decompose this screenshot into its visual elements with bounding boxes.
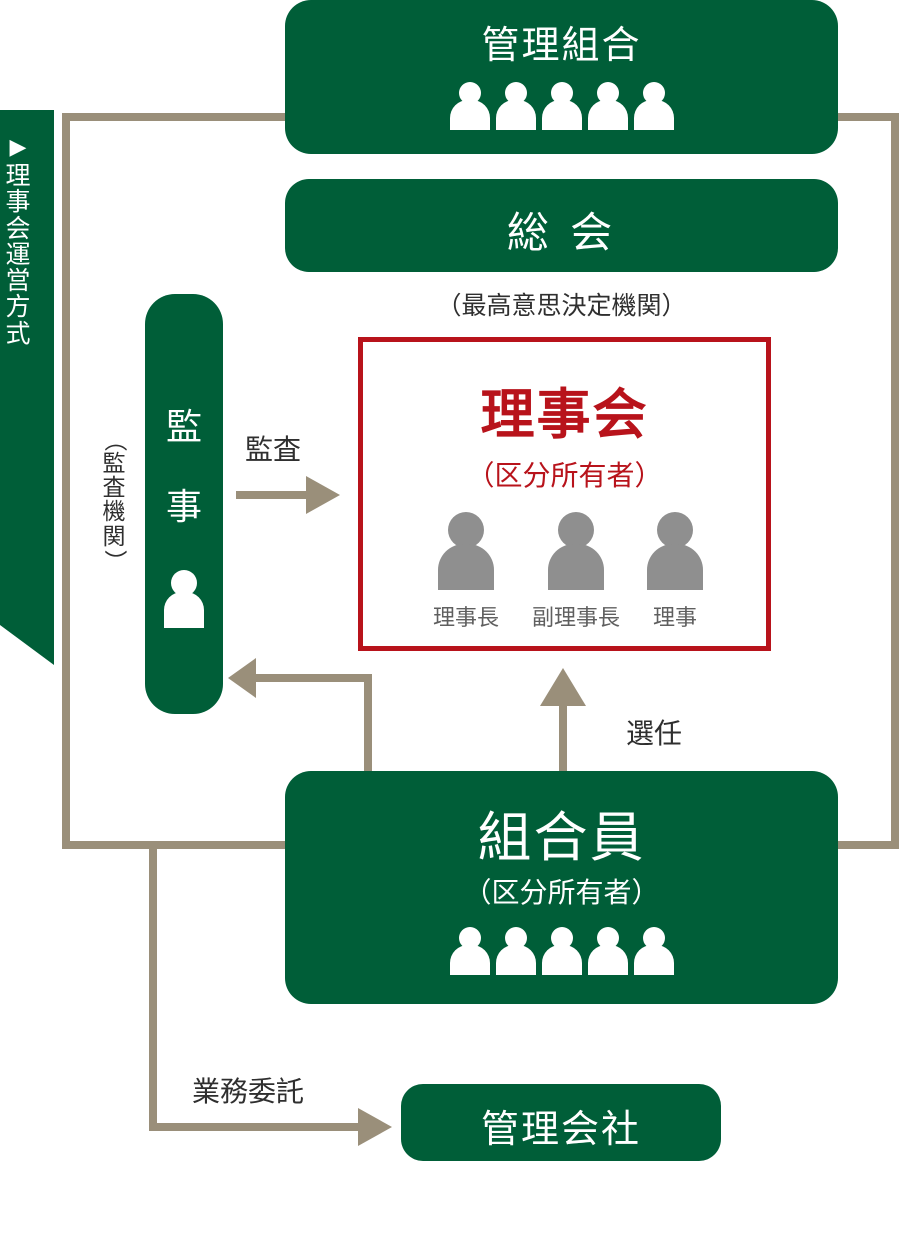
member-label: 理事 — [652, 606, 697, 631]
kanji-char: 事 — [165, 487, 202, 528]
person-icon — [633, 927, 674, 975]
kanji-side-char: 機 — [102, 499, 126, 526]
kanji-side-label: （ 監 査 機 関 ） — [96, 428, 132, 573]
side-tab-char: 理 — [5, 161, 31, 191]
side-tab-char: 運 — [5, 239, 31, 269]
side-tab-marker: ▶ — [9, 135, 27, 160]
audit-arrowhead — [306, 476, 340, 514]
member-director: 理事 — [625, 512, 725, 632]
auditor-arrowhead — [228, 658, 256, 698]
outer-loop-line-right — [834, 113, 899, 849]
person-icon — [495, 927, 536, 975]
kanji-side-char: （ — [101, 428, 128, 452]
outsource-arrowhead — [358, 1108, 392, 1146]
kanji-side-char: 監 — [102, 451, 126, 478]
side-tab-char: 方 — [5, 292, 31, 322]
member-label: 副理事長 — [531, 606, 620, 631]
outsource-line — [149, 845, 362, 1131]
audit-label: 監査 — [245, 433, 302, 466]
rijikai-subtitle: （区分所有者） — [466, 459, 663, 492]
kumiaiin-members — [285, 927, 838, 975]
person-icon — [633, 82, 674, 130]
member-vice-chairman: 副理事長 — [511, 512, 641, 632]
person-icon — [438, 512, 494, 590]
person-icon — [449, 927, 490, 975]
auditor-branch-line — [252, 674, 372, 775]
outer-loop-line — [62, 113, 290, 849]
person-icon — [541, 82, 582, 130]
person-icon — [647, 512, 703, 590]
side-tab-char: 会 — [5, 213, 31, 243]
kumiaiin-box: 組合員 （区分所有者） — [285, 771, 838, 1004]
kanri-gaisha-box: 管理会社 — [401, 1084, 721, 1161]
soukai-box: 総 会 — [285, 179, 838, 272]
person-icon — [548, 512, 604, 590]
rijikai-title: 理事会 — [480, 382, 649, 446]
member-label: 理事長 — [432, 606, 499, 631]
kanji-char: 監 — [165, 407, 202, 448]
member-chairman: 理事長 — [411, 512, 521, 632]
side-tab-char: 営 — [5, 266, 31, 296]
kanji-side-char: 関 — [102, 523, 126, 550]
side-tab-char: 式 — [5, 318, 31, 348]
kanri-gaisha-title: 管理会社 — [480, 1107, 641, 1151]
person-icon — [495, 82, 536, 130]
election-label: 選任 — [626, 717, 683, 750]
rijikai-box: 理事会 （区分所有者） 理事長 副理事長 理事 — [358, 337, 771, 651]
kanri-kumiai-members — [285, 82, 838, 130]
soukai-title: 総 会 — [506, 208, 617, 257]
person-icon — [541, 927, 582, 975]
person-icon — [164, 570, 204, 628]
election-arrowhead — [540, 668, 586, 706]
kanji-box: 監 事 — [145, 294, 223, 714]
person-icon — [587, 927, 628, 975]
kanri-kumiai-box: 管理組合 — [285, 0, 838, 154]
kanji-side-char: ） — [101, 549, 128, 573]
kanri-kumiai-title: 管理組合 — [481, 23, 642, 67]
kumiaiin-title: 組合員 — [477, 806, 646, 869]
side-tab: ▶ 理 事 会 運 営 方 式 — [0, 110, 54, 665]
kumiaiin-subtitle: （区分所有者） — [463, 876, 660, 909]
kanji-side-char: 査 — [102, 475, 126, 502]
person-icon — [449, 82, 490, 130]
outsource-label: 業務委託 — [192, 1075, 305, 1108]
side-tab-char: 事 — [5, 187, 31, 217]
soukai-subtitle: （最高意思決定機関） — [436, 291, 687, 320]
person-icon — [587, 82, 628, 130]
